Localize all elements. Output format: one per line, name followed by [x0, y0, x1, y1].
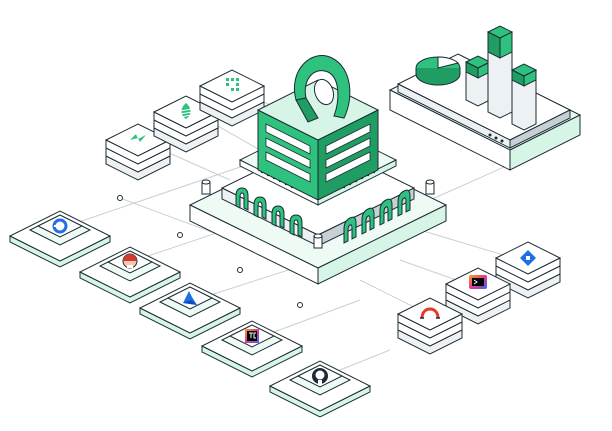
stack-red-arc: [396, 297, 464, 355]
card-azure: [138, 282, 242, 340]
pixel-grid-icon: [226, 78, 239, 91]
argo-cd-icon: [52, 218, 68, 234]
pins-left: [235, 187, 303, 238]
teamcity-icon: [245, 329, 259, 343]
jenkins-icon: [122, 253, 138, 269]
card-argo: [8, 210, 112, 268]
cube-stripes-right: [325, 123, 371, 183]
blue-diamond-icon: [520, 250, 536, 266]
card-teamcity: [200, 320, 304, 378]
spinnaker-icon: [179, 103, 193, 119]
dashboard-platform: [388, 25, 582, 171]
stylized-a-logo-icon: [294, 55, 351, 123]
central-hub: [188, 55, 448, 285]
red-arc-icon: [420, 307, 440, 319]
azure-devops-icon: [183, 291, 197, 305]
card-jenkins: [78, 246, 182, 304]
stack-spinnaker: [152, 95, 220, 153]
github-icon: [312, 368, 328, 384]
card-github: [268, 360, 372, 418]
pie-bar-chart-icon: [415, 25, 538, 131]
pins-right: [343, 189, 411, 244]
stack-pixel: [198, 69, 266, 127]
cube-stripes-left: [265, 123, 311, 183]
lightning-green-icon: [130, 134, 146, 142]
stack-terminal: [444, 267, 512, 325]
terminal-gradient-icon: [469, 275, 487, 289]
